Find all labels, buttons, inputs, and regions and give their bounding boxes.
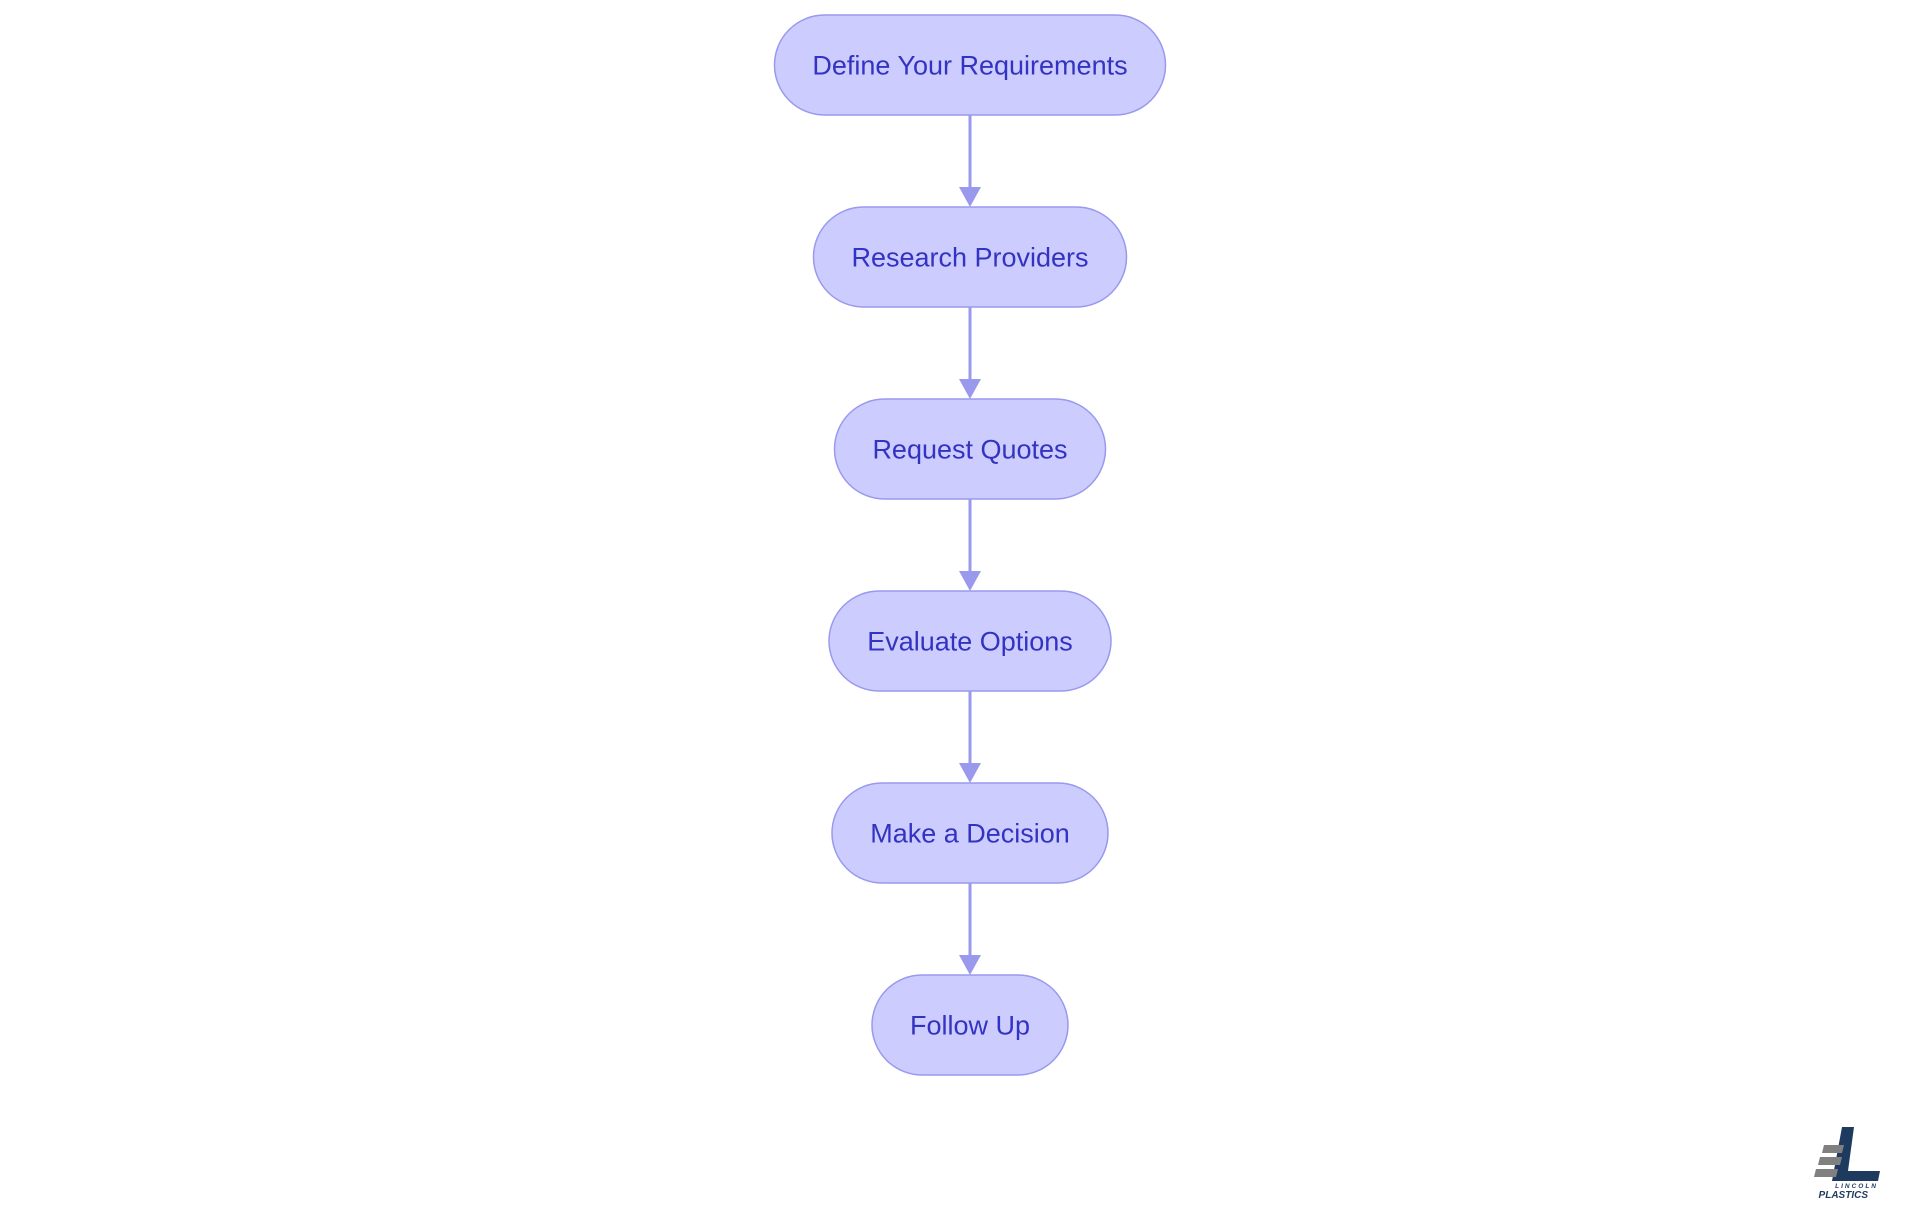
- logo-bar-middle: [1818, 1157, 1842, 1165]
- flowchart-node-decision: Make a Decision: [831, 782, 1109, 884]
- flowchart-node-label: Follow Up: [910, 1011, 1030, 1041]
- flowchart-node-label: Request Quotes: [872, 435, 1067, 465]
- logo-bar-top: [1822, 1145, 1844, 1153]
- flowchart-node-evaluate: Evaluate Options: [828, 590, 1112, 692]
- logo-text-lincoln: LINCOLN: [1835, 1183, 1878, 1190]
- logo-text-plastics: PLASTICS: [1819, 1190, 1869, 1201]
- flowchart-node-label: Evaluate Options: [867, 627, 1073, 657]
- flowchart-node-shape: [871, 974, 1069, 1076]
- flowchart-node-shape: [833, 398, 1107, 500]
- flowchart-node-shape: [812, 206, 1128, 308]
- flowchart-node-quotes: Request Quotes: [833, 398, 1107, 500]
- lincoln-plastics-logo: LINCOLN PLASTICS: [1808, 1125, 1888, 1203]
- flowchart-node-shape: [831, 782, 1109, 884]
- flowchart-node-follow: Follow Up: [871, 974, 1069, 1076]
- flowchart-node-research: Research Providers: [812, 206, 1128, 308]
- arrowhead-icon: [959, 955, 981, 975]
- flowchart-node-shape: [828, 590, 1112, 692]
- logo-l-mark: [1832, 1127, 1880, 1181]
- flowchart-node-define: Define Your Requirements: [773, 14, 1167, 116]
- flowchart-node-label: Research Providers: [851, 243, 1088, 273]
- arrowhead-icon: [959, 187, 981, 207]
- flowchart-node-label: Make a Decision: [870, 819, 1070, 849]
- logo-bar-bottom: [1814, 1169, 1838, 1177]
- arrowhead-icon: [959, 379, 981, 399]
- flowchart-node-shape: [773, 14, 1167, 116]
- arrowhead-icon: [959, 763, 981, 783]
- arrowhead-icon: [959, 571, 981, 591]
- flowchart-node-label: Define Your Requirements: [812, 51, 1127, 81]
- flowchart-edges: [959, 115, 981, 975]
